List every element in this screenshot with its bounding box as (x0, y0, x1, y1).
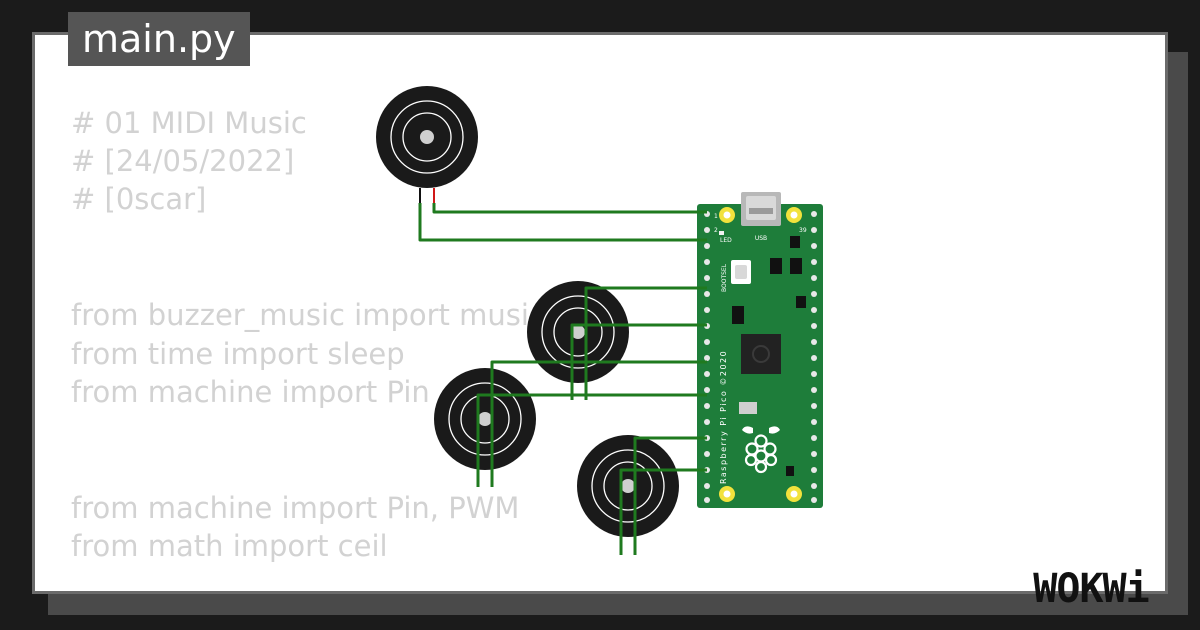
code-line: # [24/05/2022] (71, 144, 295, 178)
wire (570, 323, 707, 400)
code-line: from time import sleep (71, 337, 405, 371)
code-line: # [0scar] (71, 182, 207, 216)
raspberry-logo-icon (742, 426, 780, 474)
bootsel-label: BOOTSEL (721, 263, 728, 292)
buzzer-1[interactable] (376, 86, 478, 203)
code-line: from buzzer_music import music (71, 298, 545, 332)
pin-1-label: 1 (714, 213, 718, 220)
logo-text: WOKWi (1033, 566, 1148, 612)
bootsel-button[interactable] (731, 260, 751, 284)
pin-2-label: 2 (714, 227, 718, 234)
wire (418, 203, 707, 242)
wire (633, 436, 707, 555)
usb-label: USB (755, 235, 767, 242)
led-indicator (719, 231, 724, 235)
wire (490, 360, 707, 487)
wire (432, 203, 707, 214)
board-silkscreen: Raspberry Pi Pico ©2020 (719, 350, 728, 484)
buzzer-4[interactable] (577, 435, 679, 537)
wire (476, 393, 707, 487)
wires[interactable] (418, 203, 707, 555)
flash-chip (739, 402, 757, 414)
code-line: # 01 MIDI Music (71, 106, 307, 140)
usb-port (741, 192, 781, 226)
file-tab[interactable]: main.py (68, 12, 250, 66)
led-label: LED (720, 237, 732, 244)
code-line: from machine import Pin (71, 375, 430, 409)
rp2040-chip (741, 334, 781, 374)
code-line: from math import ceil (71, 529, 388, 563)
buzzer-3[interactable] (434, 368, 536, 470)
mounting-holes (719, 207, 802, 502)
pin-39-label: 39 (799, 227, 807, 234)
pico-board[interactable]: USB 1 2 39 LED BOOTSEL Raspberry Pi Pico… (697, 192, 823, 508)
buzzer-2[interactable] (527, 281, 629, 383)
wire (619, 468, 707, 555)
wokwi-logo: WOKWi (1033, 566, 1149, 612)
code-line: from machine import Pin, PWM (71, 491, 520, 525)
right-pin-header (811, 211, 817, 503)
